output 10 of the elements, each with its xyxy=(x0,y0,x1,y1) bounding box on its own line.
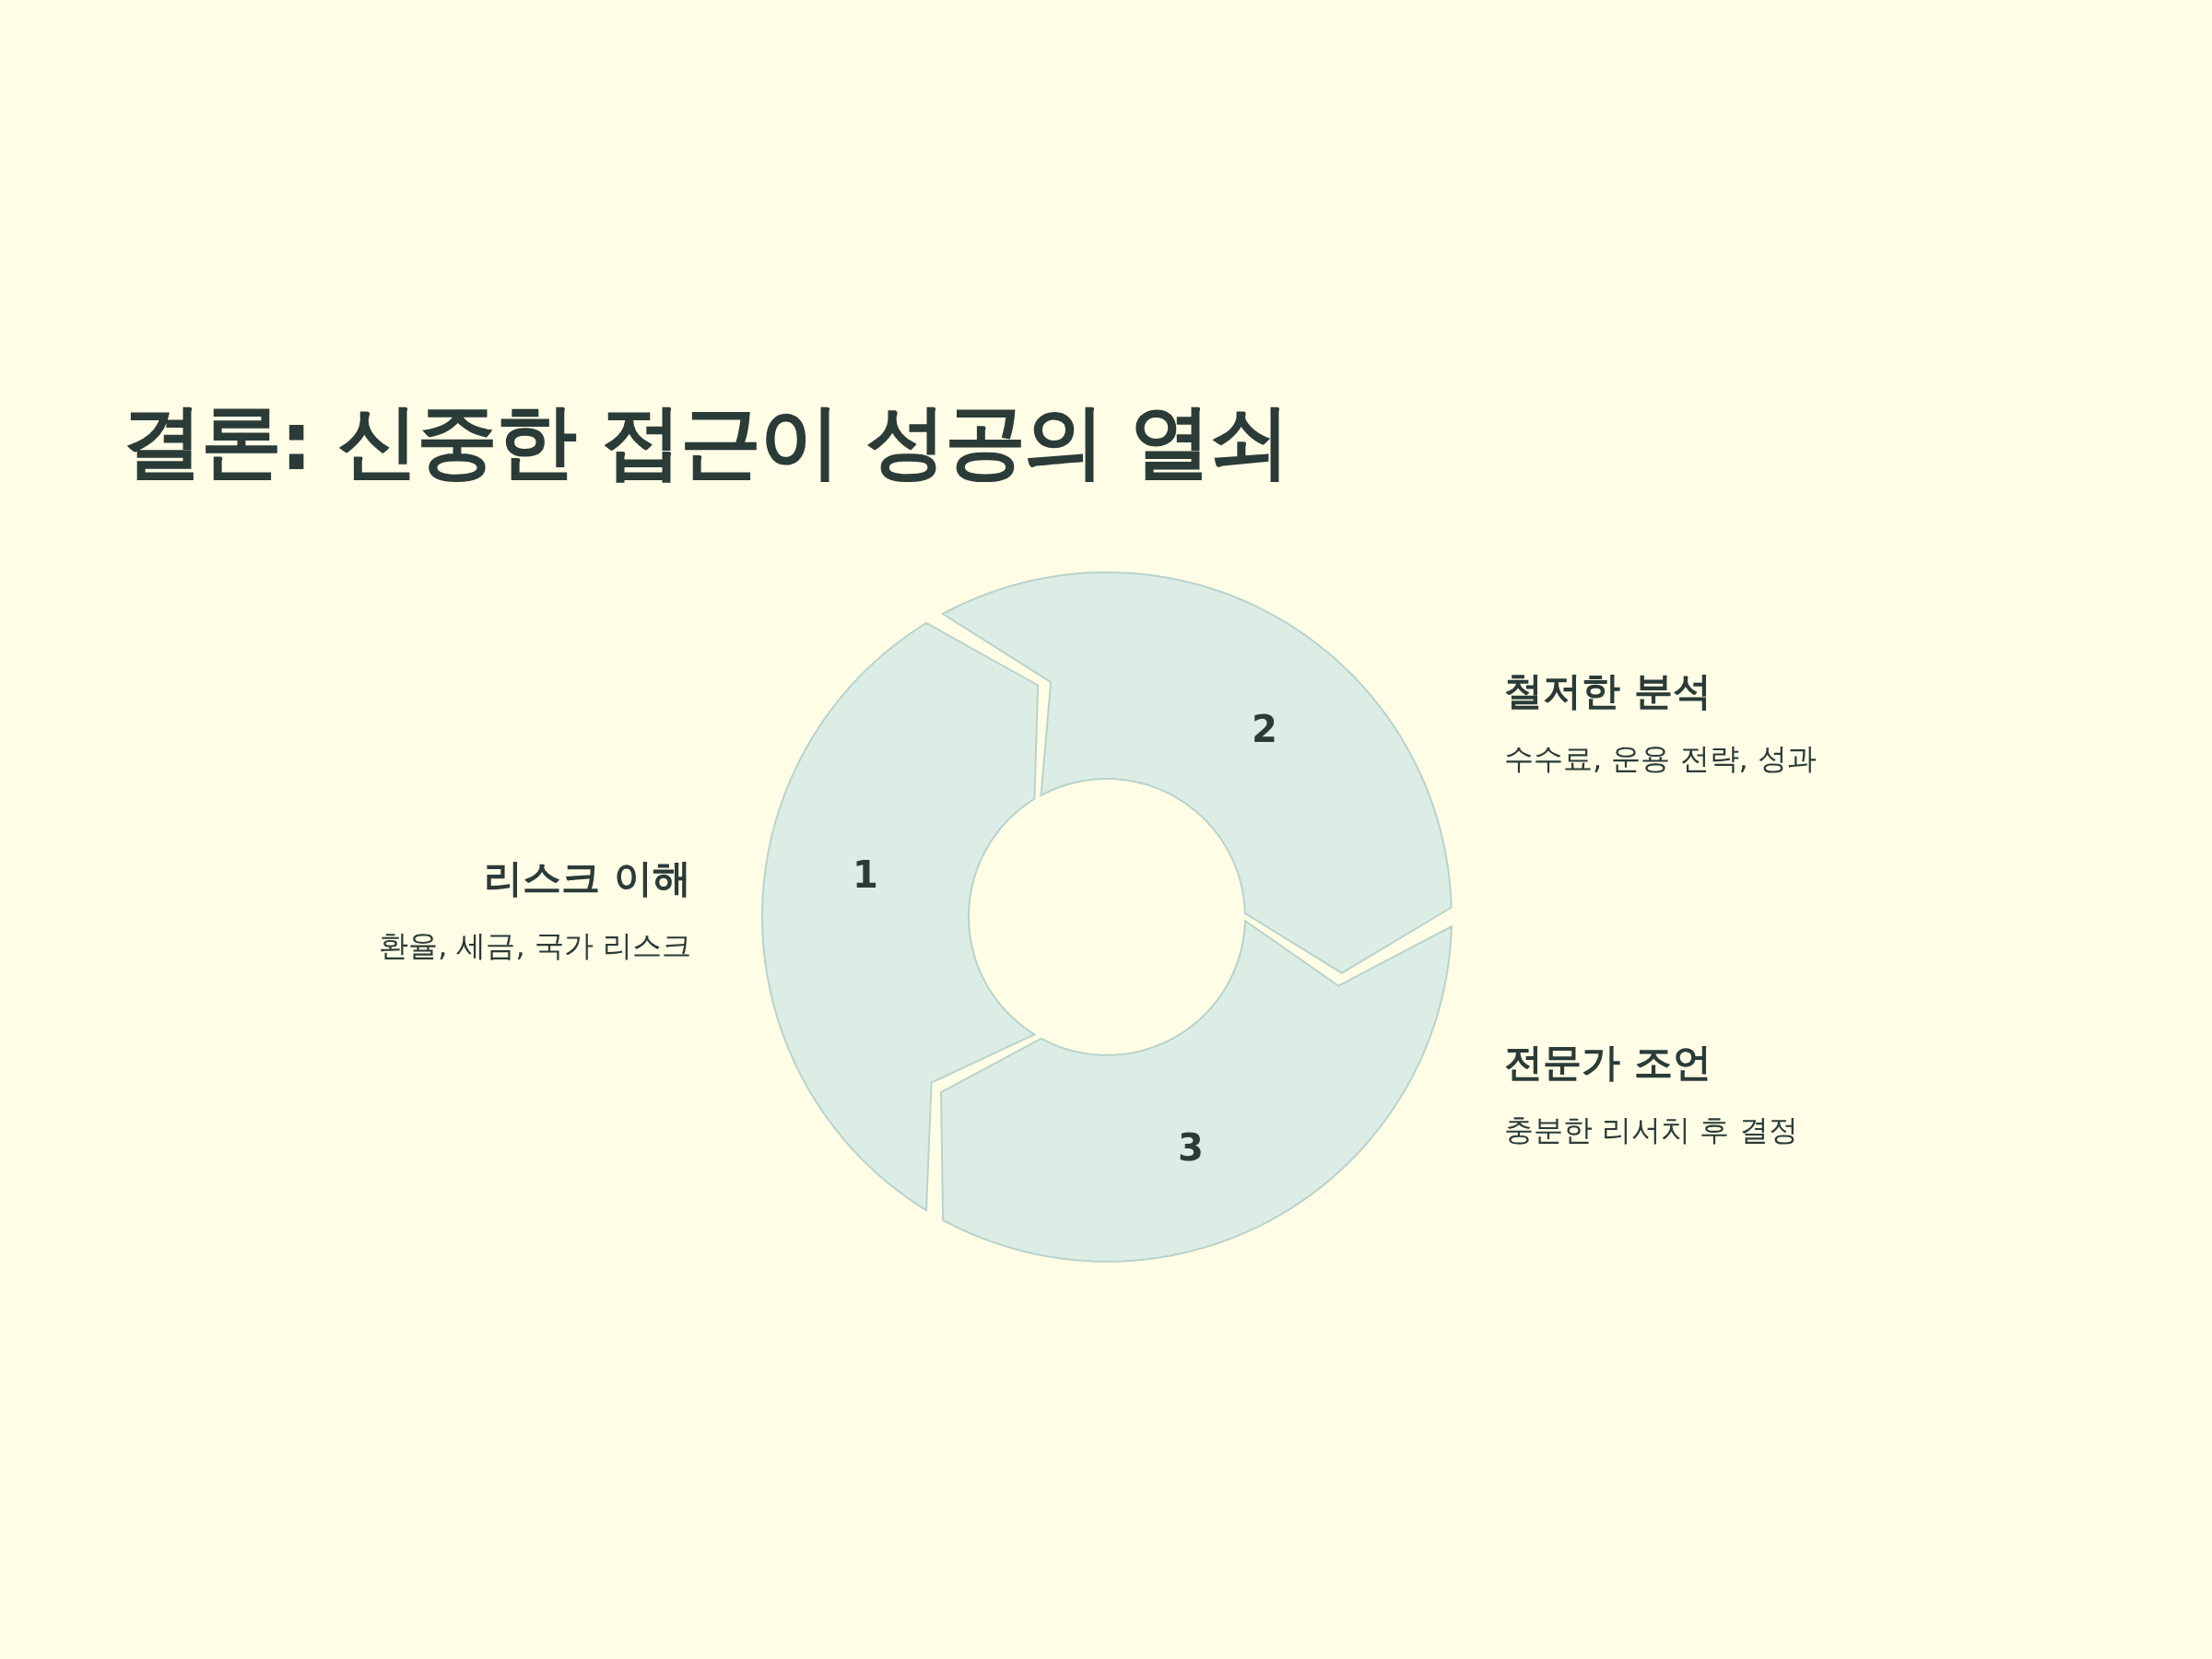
step-number: 1 xyxy=(853,853,878,896)
step-heading: 전문가 조언 xyxy=(1504,1039,1712,1087)
step-number: 3 xyxy=(1178,1125,1204,1169)
step-description: 수수료, 운용 전략, 성과 xyxy=(1504,740,1817,778)
step-heading: 리스크 이해 xyxy=(484,854,691,902)
step-number: 2 xyxy=(1252,708,1277,751)
title: 결론: 신중한 접근이 성공의 열쇠 xyxy=(122,393,1288,490)
step-description: 환율, 세금, 국가 리스크 xyxy=(379,927,691,965)
step-heading: 철저한 분석 xyxy=(1504,667,1712,715)
step-description: 충분한 리서치 후 결정 xyxy=(1504,1112,1798,1149)
